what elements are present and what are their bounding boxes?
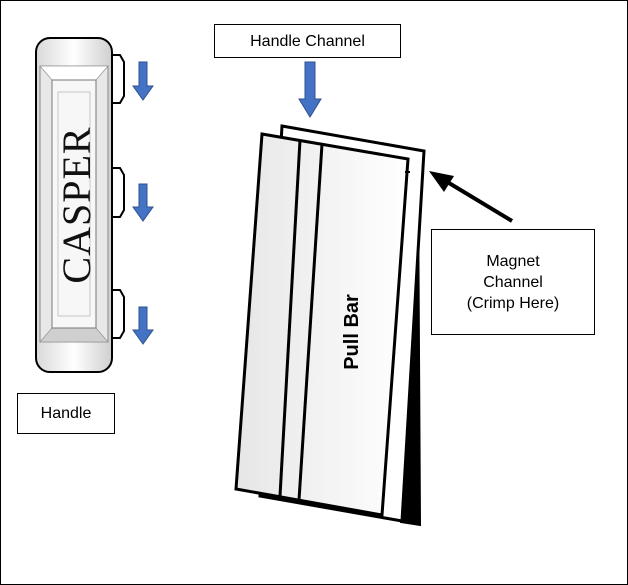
handle-channel-label-box: Handle Channel xyxy=(214,24,401,58)
pull-bar-illustration: Pull Bar xyxy=(234,124,426,527)
handle-channel-label: Handle Channel xyxy=(250,32,365,50)
down-arrow-icon xyxy=(132,306,154,345)
magnet-pointer-arrow xyxy=(429,171,514,223)
handle-label: Handle xyxy=(40,405,92,422)
handle-face xyxy=(51,79,97,329)
magnet-channel-label-box: Magnet Channel (Crimp Here) xyxy=(431,229,595,335)
handle-arrows xyxy=(132,61,154,345)
pointer-arrow-icon xyxy=(429,171,454,192)
pull-bar-front-panel xyxy=(234,132,410,517)
handle-brand-text: CASPER xyxy=(54,126,99,283)
handle-label-box: Handle xyxy=(17,393,115,434)
magnet-label-line2: Channel xyxy=(483,273,543,291)
pull-bar-label: Pull Bar xyxy=(341,294,363,370)
handle-illustration: CASPER xyxy=(35,37,125,373)
down-arrow-icon xyxy=(132,183,154,222)
magnet-label-line1: Magnet xyxy=(486,252,540,270)
down-arrow-icon xyxy=(132,61,154,101)
magnet-label-line3: (Crimp Here) xyxy=(466,294,560,312)
handle-channel-arrow-icon xyxy=(298,61,322,118)
